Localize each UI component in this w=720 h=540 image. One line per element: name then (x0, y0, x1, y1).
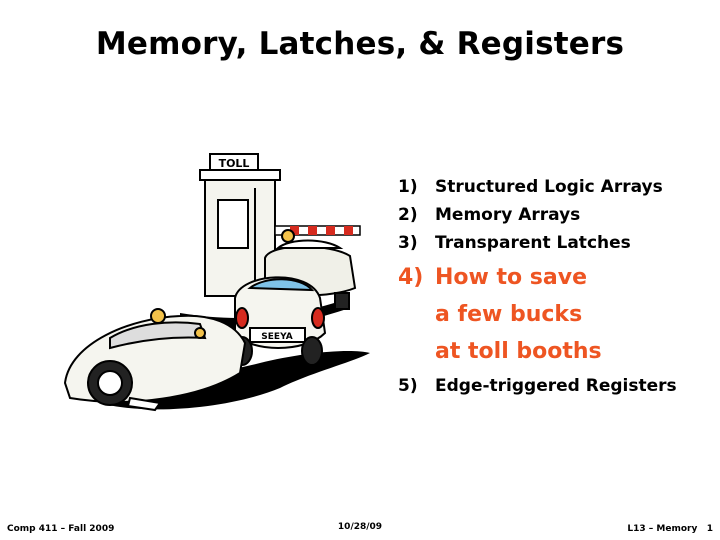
agenda-label: Edge-triggered Registers (435, 376, 677, 396)
agenda-number: 1) (398, 177, 418, 197)
agenda-label-line-1: How to save (435, 265, 588, 290)
agenda-number: 4) (398, 265, 424, 290)
license-plate-text: SEEYA (261, 332, 292, 342)
agenda-item-2: 2) Memory Arrays (398, 201, 720, 229)
agenda-item-1: 1) Structured Logic Arrays (398, 173, 720, 201)
agenda-item-3: 3) Transparent Latches (398, 229, 720, 257)
toll-booth-illustration: TOLL SEEYA (63, 153, 370, 412)
agenda-item-4-highlight: 4) How to save a few bucks at toll booth… (398, 259, 720, 370)
barrier-arm (274, 225, 361, 236)
footer-page: L13 – Memory 1 (627, 524, 713, 534)
agenda-number: 5) (398, 376, 418, 396)
agenda-number: 2) (398, 205, 418, 225)
footer-course: Comp 411 – Fall 2009 (7, 524, 115, 534)
slide-title: Memory, Latches, & Registers (95, 26, 625, 62)
agenda-label: Structured Logic Arrays (435, 177, 663, 197)
agenda-item-5: 5) Edge-triggered Registers (398, 372, 720, 400)
agenda-label: Memory Arrays (435, 205, 581, 225)
rear-car (63, 308, 247, 412)
footer-date: 10/28/09 (337, 522, 383, 532)
agenda-list: 1) Structured Logic Arrays 2) Memory Arr… (398, 173, 720, 400)
agenda-label-line-3: at toll booths (435, 339, 602, 364)
agenda-number: 3) (398, 233, 418, 253)
agenda-label: Transparent Latches (435, 233, 631, 253)
booth-sign-text: TOLL (219, 157, 250, 170)
middle-car (231, 276, 327, 366)
agenda-label-line-2: a few bucks (435, 302, 583, 327)
